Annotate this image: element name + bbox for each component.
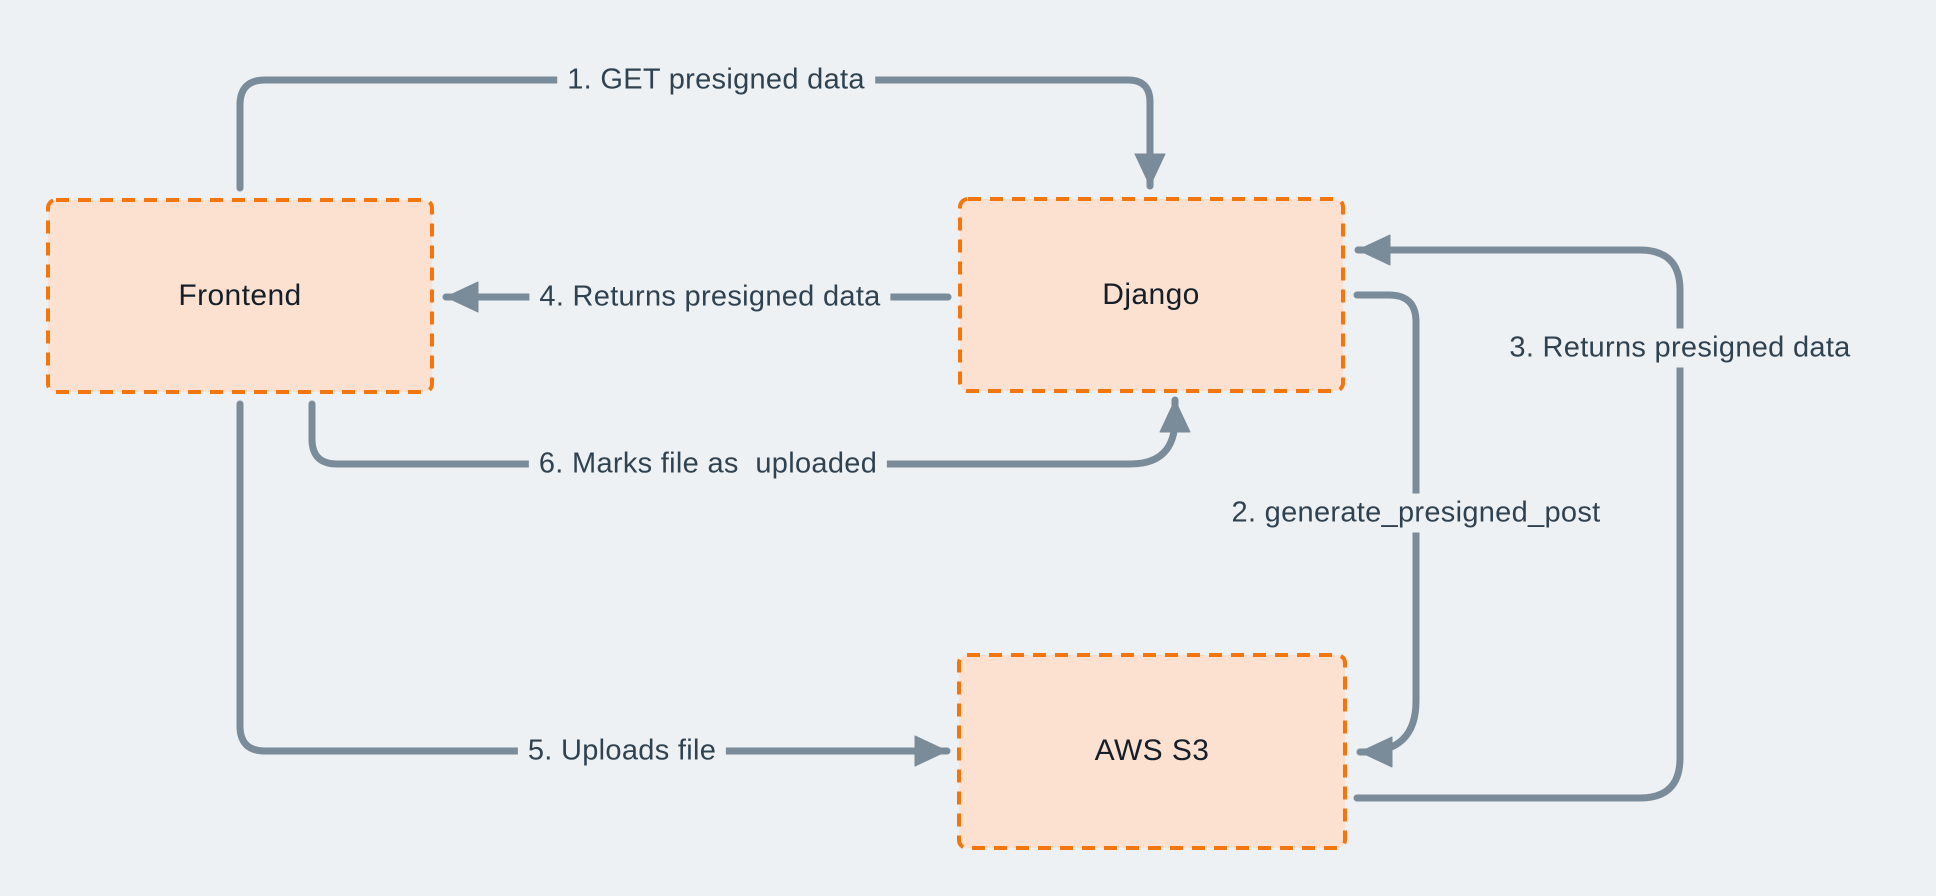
edge-3-returns-presigned-data xyxy=(1353,234,1684,802)
edge-label-5: 5. Uploads file xyxy=(517,731,727,771)
node-label-django: Django xyxy=(1102,278,1200,311)
node-label-frontend: Frontend xyxy=(178,279,302,312)
aws-s3-node-box xyxy=(957,653,1347,850)
edge-2-generate-presigned-post xyxy=(1353,291,1420,768)
edge-label-4: 4. Returns presigned data xyxy=(529,277,891,317)
node-label-aws-s3: AWS S3 xyxy=(1094,734,1210,767)
edge-label-6: 6. Marks file as uploaded xyxy=(528,444,888,484)
frontend-node-box xyxy=(46,198,434,394)
edge-6-marks-file-uploaded xyxy=(308,396,1191,468)
edge-label-3: 3. Returns presigned data xyxy=(1499,328,1861,368)
django-node-box xyxy=(958,197,1345,393)
edge-label-2: 2. generate_presigned_post xyxy=(1221,493,1611,533)
edge-label-1: 1. GET presigned data xyxy=(557,60,875,100)
edge-5-uploads-file xyxy=(236,400,951,767)
